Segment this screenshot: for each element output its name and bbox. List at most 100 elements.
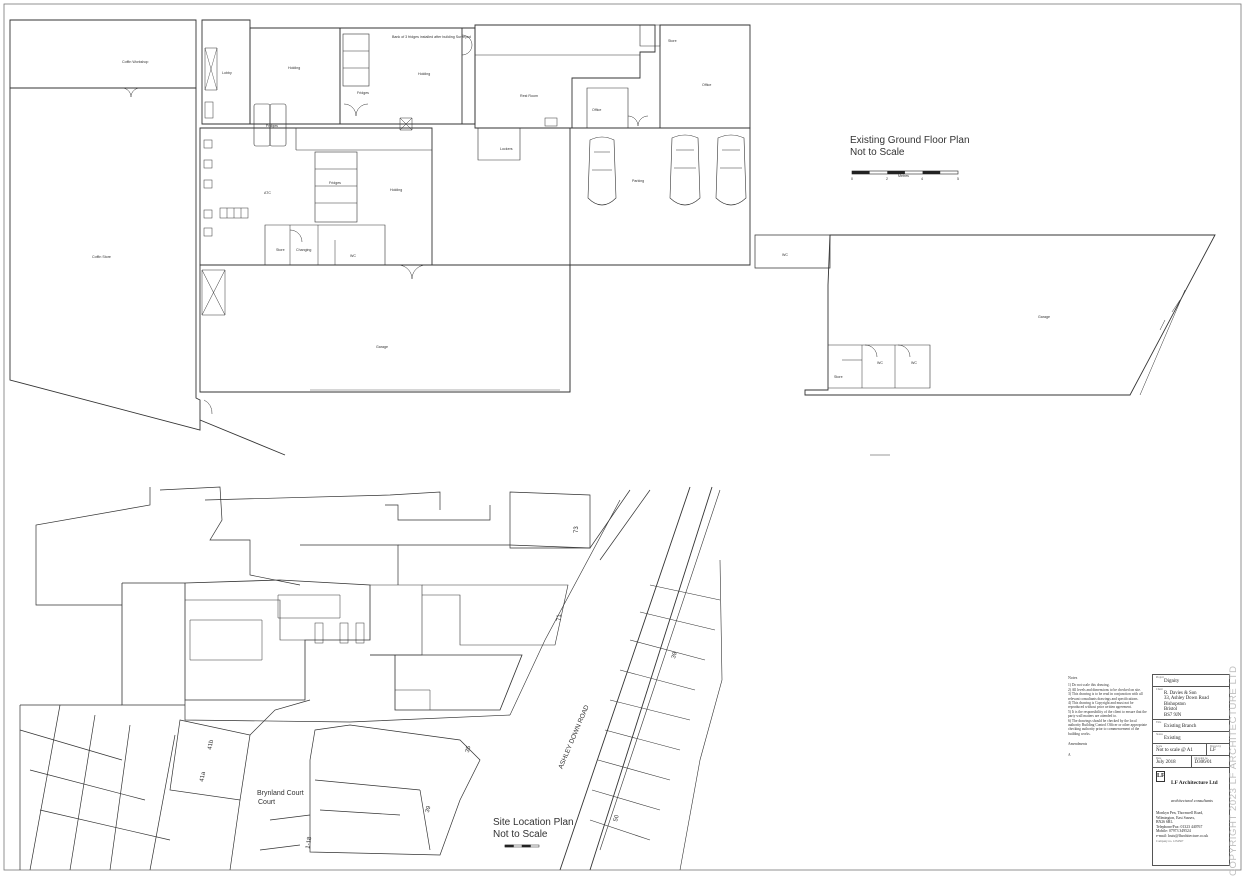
scale-drawn-row: Scale Not to scale @ A1 Drawn by LF [1153, 744, 1229, 757]
note-line: 3) This drawing is to be read in conjunc… [1068, 692, 1143, 701]
project-value: Dignity [1164, 679, 1180, 684]
sheet-border [3, 3, 1242, 871]
title-cell: Title Existing Branch [1153, 720, 1229, 733]
client-line: BS7 9JN [1164, 712, 1182, 718]
client-line: Bishopston [1164, 701, 1186, 707]
house-number: 41a [199, 771, 207, 783]
room-label: Store [668, 39, 677, 43]
ground-floor-subtitle: Not to Scale [850, 147, 905, 158]
drawn-caption: Drawn by [1210, 745, 1222, 749]
drawing-notes: Notes 1) Do not scale this drawing. 2) A… [1068, 675, 1148, 806]
note-line: 5) It is the responsibility of the clien… [1068, 709, 1147, 719]
wc-right-room [754, 234, 831, 269]
copyright-watermark: COPYRIGHT 2023 LF ARCHITECTURE LTD [1228, 665, 1239, 876]
date-value: July 2018 [1156, 760, 1176, 766]
site-plan-title: Site Location Plan [493, 817, 574, 828]
house-number: 73 [574, 526, 580, 533]
company-number: Company no. 1234567 [1156, 838, 1184, 843]
room-label: WC [911, 361, 917, 365]
note-line: 1) Do not scale this drawing. [1068, 683, 1110, 688]
room-label: Garage [376, 345, 388, 349]
garage-right-room [804, 234, 1216, 396]
scale-tick: 0 [851, 177, 853, 181]
room-label: WC [782, 253, 788, 257]
site-plan-subtitle: Not to Scale [493, 829, 548, 840]
room-label: Parking [632, 179, 644, 183]
atc-room [199, 127, 433, 266]
project-caption: Project [1156, 676, 1164, 679]
scale-tick: 5 [957, 177, 959, 181]
office-line: BN26 6RL [1156, 820, 1173, 825]
notes-heading: Notes [1068, 675, 1078, 680]
client-line: Bristol [1164, 707, 1178, 713]
office-line: Telephone/Fax: 01323 440767 [1156, 824, 1203, 829]
room-label: Office [592, 108, 601, 112]
scale-bar [851, 170, 959, 175]
status-caption: Status [1156, 733, 1163, 737]
parked-cars [587, 134, 747, 206]
room-label: WC [350, 254, 356, 258]
room-label: Office [702, 83, 711, 87]
house-number: 71 [557, 614, 563, 621]
scale-tick: 2 [886, 177, 888, 181]
status-cell: Status Existing [1153, 732, 1229, 745]
drawn-value: LF [1210, 748, 1216, 754]
room-label: Holding [390, 188, 402, 192]
house-number: 39 [425, 805, 433, 814]
client-caption: Client [1156, 688, 1163, 691]
house-number: 39 [671, 651, 679, 660]
ground-floor-title: Existing Ground Floor Plan [850, 135, 970, 146]
house-number: 1-18 [305, 836, 313, 850]
client-line: 33, Ashley Down Road [1164, 696, 1209, 702]
scale-value: Not to scale @ A1 [1156, 748, 1193, 754]
office-line: Mobile: 07973 349524 [1156, 829, 1191, 834]
scale-bar-label: Metres [898, 174, 909, 178]
title-caption: Title [1156, 721, 1162, 725]
note-line: 4) This drawing is Copyright and must no… [1068, 701, 1134, 710]
client-line: R. Davies & Son [1164, 691, 1197, 696]
house-number: 35 [465, 745, 473, 754]
company-name: LF Architecture Ltd [1171, 780, 1218, 787]
amendments-label: Amendments [1068, 742, 1088, 747]
company-block: LF LF Architecture Ltd architectural con… [1153, 768, 1229, 846]
office-line: e-mail: louis@lfarchitecture.co.uk [1156, 834, 1209, 838]
room-label: Fridges [266, 124, 278, 128]
room-label: Store [834, 375, 843, 379]
room-label: Holding [418, 72, 430, 76]
client-cell: Client R. Davies & Son 33, Ashley Down R… [1153, 687, 1229, 721]
office-line: Wilmington, East Sussex, [1156, 815, 1196, 820]
site-scale-bar [504, 844, 540, 848]
note-line: 6) The drawings should be checked by the… [1068, 718, 1147, 736]
office-line: Monkyn Pen, Thornwell Road, [1156, 811, 1204, 816]
room-label: WC [877, 361, 883, 365]
coffin-store-room [9, 87, 201, 431]
date-drawing-row: Date July 2018 Drawing no D306/01 [1153, 756, 1229, 769]
room-label: Coffin Store [92, 255, 111, 259]
room-label: Holding [288, 66, 300, 70]
drawing-no-value: D306/01 [1194, 760, 1213, 766]
coffin-workshop-room [9, 19, 197, 89]
lockers-room [477, 127, 521, 161]
room-label: Rest Room [520, 94, 538, 98]
court-name: Brynland Court [257, 790, 304, 797]
room-label: Fridges [329, 181, 341, 185]
store-top-room [639, 24, 661, 47]
room-label: Lobby [222, 71, 232, 75]
scale-caption: Scale [1156, 745, 1163, 749]
court-name-line2: Court [258, 799, 275, 806]
amendments-value: A [1068, 752, 1071, 757]
room-label: Coffin Workshop [122, 60, 148, 64]
title-block: Project Dignity Client R. Davies & Son 3… [1152, 674, 1230, 866]
parking-area [570, 127, 751, 266]
title-value: Existing Branch [1164, 724, 1197, 730]
room-label: Lockers [500, 147, 513, 151]
site-footprint [122, 579, 371, 701]
room-label: Bank of 3 fridges installed after buildi… [392, 35, 471, 39]
holding-top-room [249, 27, 341, 125]
fridges-top-room [339, 27, 463, 125]
house-number: 41b [207, 739, 215, 751]
company-subtitle: architectural consultants [1171, 798, 1213, 804]
garage-main-room [199, 264, 571, 393]
room-label: Changing [296, 248, 311, 252]
